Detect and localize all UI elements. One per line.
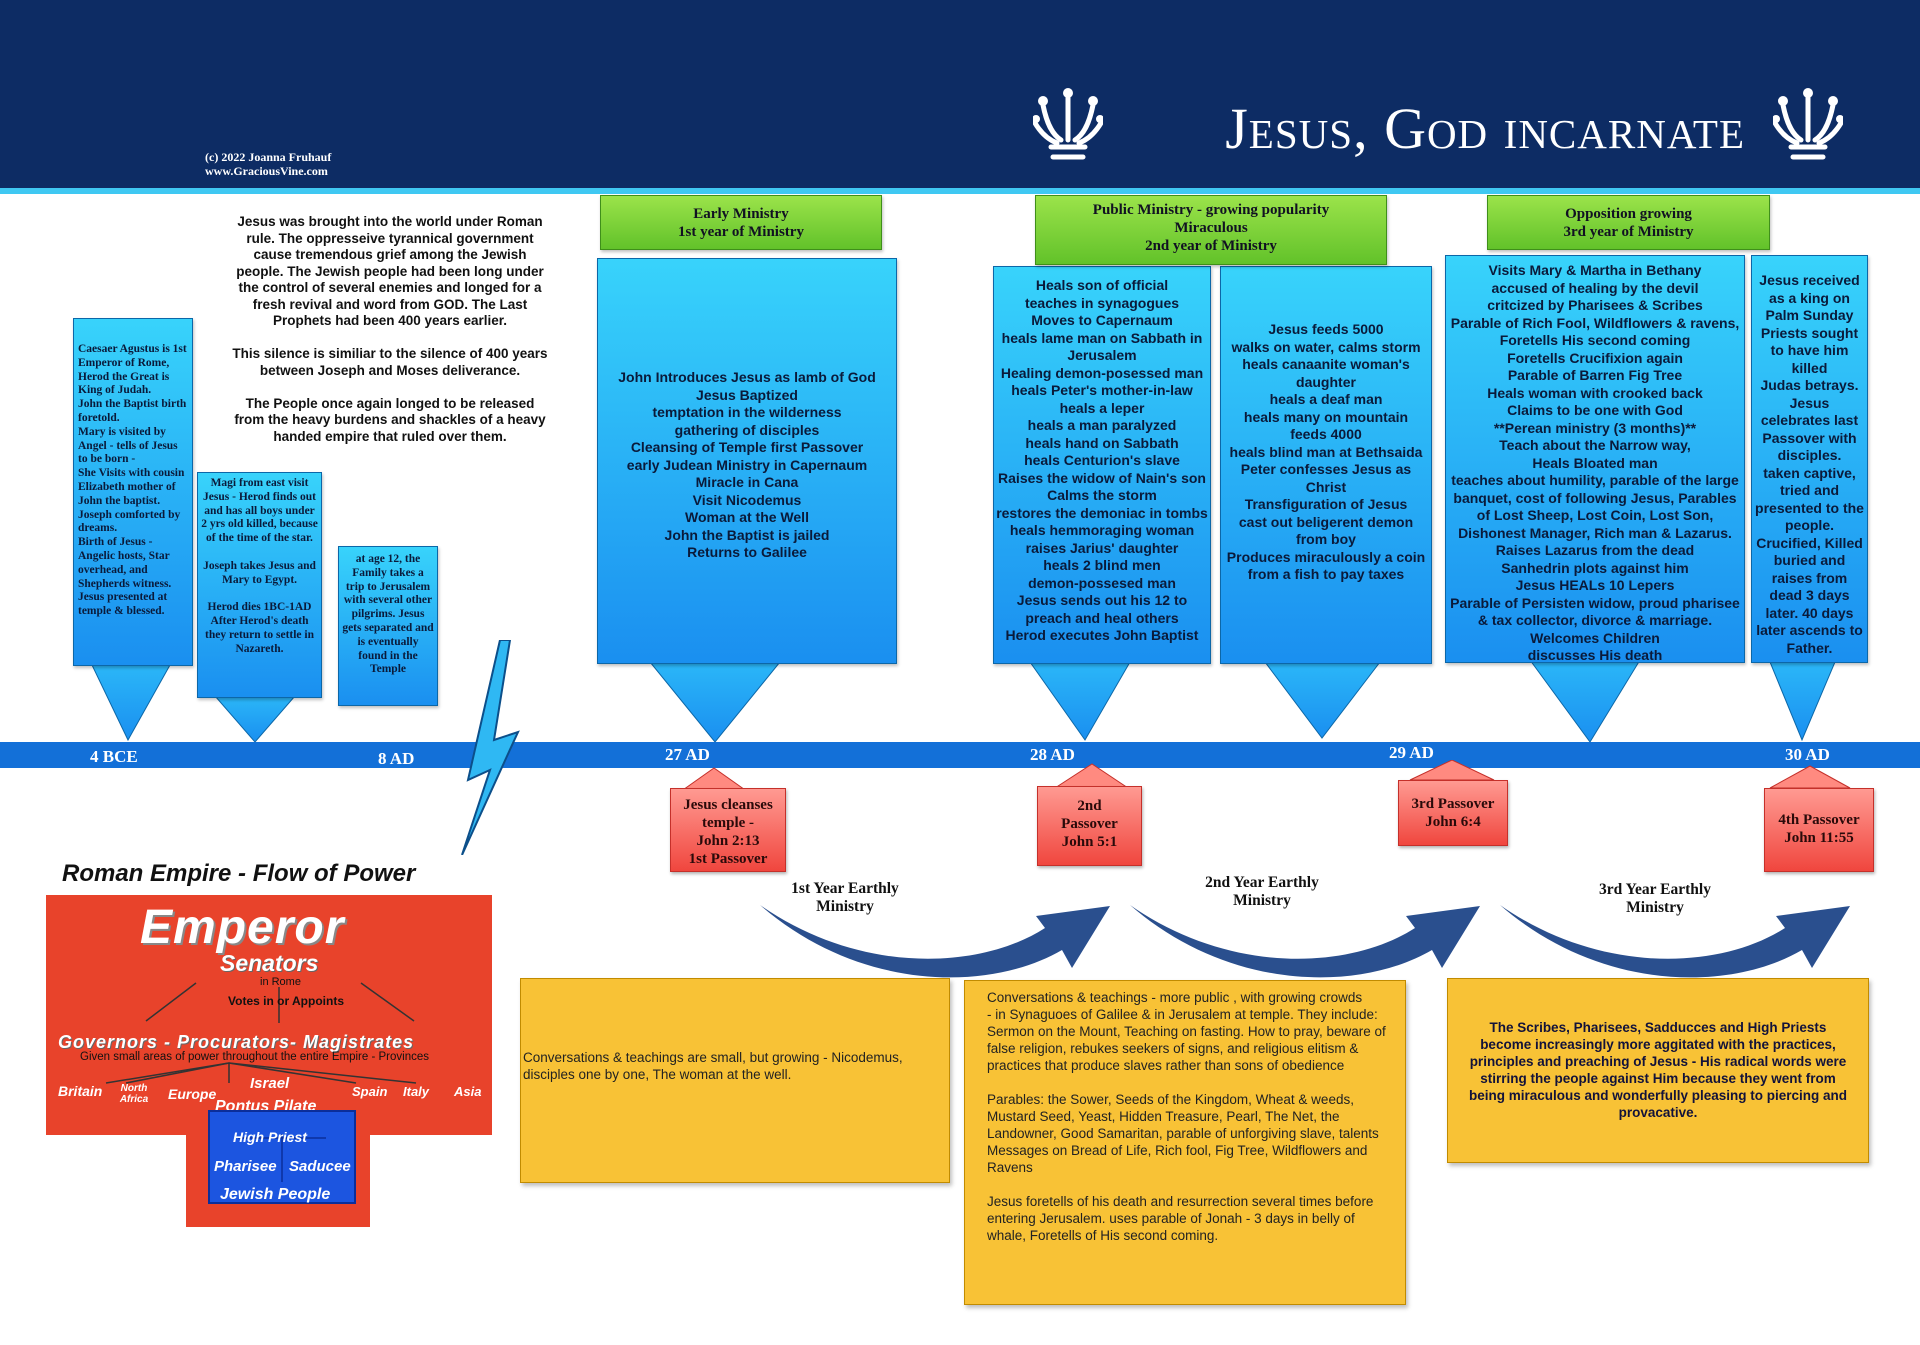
note-year-3: The Scribes, Pharisees, Sadducces and Hi…	[1447, 978, 1869, 1163]
page-title: Jesus, God incarnate	[1225, 96, 1745, 161]
pointer-c7	[1529, 659, 1641, 743]
given-power-label: Given small areas of power throughout th…	[80, 1051, 429, 1063]
arrow-year-2	[1130, 905, 1480, 978]
pointer-c2	[213, 695, 297, 743]
pointer-c1	[91, 664, 171, 742]
year-28ad: 28 AD	[1030, 745, 1075, 764]
high-priest-label: High Priest	[233, 1129, 307, 1145]
year-29ad: 29 AD	[1389, 743, 1434, 762]
arrow-year-1	[760, 905, 1110, 978]
pointer-c5	[1029, 661, 1131, 741]
year-30ad: 30 AD	[1785, 745, 1830, 764]
note-year-2: Conversations & teachings - more public …	[964, 980, 1406, 1305]
header-stripe	[0, 188, 1920, 194]
timeline-bar	[0, 742, 1920, 768]
passover-4: 4th Passover John 11:55	[1764, 788, 1874, 872]
phase-opposition: Opposition growing 3rd year of Ministry	[1487, 195, 1770, 250]
emperor-label: Emperor	[140, 901, 345, 954]
votes-label: Votes in or Appoints	[228, 994, 344, 1008]
province-israel: Israel	[250, 1075, 290, 1092]
passover-pointers	[678, 760, 1851, 793]
pointer-c8	[1769, 661, 1836, 742]
province-north-africa: North Africa	[119, 1083, 149, 1105]
jewish-connectors	[238, 1134, 326, 1182]
copyright-text: (c) 2022 Joanna Fruhauf	[205, 150, 332, 164]
copyright: (c) 2022 Joanna Fruhauf www.GraciousVine…	[205, 150, 331, 178]
empire-chart	[46, 895, 492, 1135]
province-britain: Britain	[58, 1083, 103, 1099]
phase-public-ministry: Public Ministry - growing popularity Mir…	[1035, 195, 1387, 265]
passover-1: Jesus cleanses temple - John 2:13 1st Pa…	[670, 788, 786, 872]
ministry-arrows	[760, 905, 1850, 978]
pharisee-label: Pharisee	[214, 1158, 277, 1175]
year-4bce: 4 BCE	[90, 747, 138, 766]
card-28ad-miracles-text: Heals son of official teaches in synagog…	[996, 277, 1208, 643]
crown-icon-right	[1773, 88, 1843, 160]
empire-title: Roman Empire - Flow of Power	[62, 860, 416, 887]
province-asia: Asia	[454, 1084, 482, 1099]
phase-early-ministry: Early Ministry 1st year of Ministry	[600, 195, 882, 250]
arrow-year-3	[1500, 905, 1850, 978]
header-bar	[0, 0, 1920, 188]
in-rome-label: in Rome	[260, 976, 301, 988]
province-italy: Italy	[403, 1084, 430, 1099]
card-29ad: Visits Mary & Martha in Bethany accused …	[1445, 255, 1745, 663]
lightning-icon	[461, 640, 520, 855]
card-29ad-text: Visits Mary & Martha in Bethany accused …	[1450, 262, 1740, 663]
card-30ad-text: Jesus received as a king on Palm Sunday …	[1755, 272, 1864, 656]
website-text: www.GraciousVine.com	[205, 164, 328, 178]
card-28ad-miracles: Heals son of official teaches in synagog…	[993, 266, 1211, 664]
pointer-c4	[648, 661, 782, 743]
pointer-c6	[1264, 661, 1382, 739]
governors-label: Governors - Procurators- Magistrates	[58, 1032, 415, 1052]
card-30ad: Jesus received as a king on Palm Sunday …	[1751, 255, 1868, 663]
card-27ad: John Introduces Jesus as lamb of God Jes…	[597, 258, 897, 664]
card-28ad-signs-text: Jesus feeds 5000 walks on water, calms s…	[1226, 321, 1426, 582]
year-8ad: 8 AD	[378, 749, 415, 768]
note-year-1: Conversations & teachings are small, but…	[520, 978, 950, 1183]
card-magi: Magi from east visit Jesus - Herod finds…	[197, 472, 322, 698]
card-pointers	[91, 659, 1836, 743]
year-27ad: 27 AD	[665, 745, 710, 764]
province-europe: Europe	[168, 1086, 217, 1102]
card-28ad-signs: Jesus feeds 5000 walks on water, calms s…	[1220, 266, 1432, 664]
empire-connectors	[105, 982, 417, 1084]
intro-text: Jesus was brought into the world under R…	[232, 214, 548, 444]
senators-label: Senators	[220, 950, 319, 976]
passover-2: 2nd Passover John 5:1	[1037, 786, 1142, 866]
earthly-ministry-3: 3rd Year Earthly Ministry	[1599, 881, 1711, 916]
earthly-ministry-1: 1st Year Earthly Ministry	[791, 880, 899, 915]
crown-icon-left	[1033, 88, 1103, 160]
card-4bce-text: Caesaer Agustus is 1st Emperor of Rome, …	[78, 343, 187, 618]
card-27ad-text: John Introduces Jesus as lamb of God Jes…	[618, 369, 876, 560]
province-spain: Spain	[352, 1084, 388, 1099]
card-magi-text: Magi from east visit Jesus - Herod finds…	[201, 477, 318, 655]
card-age12-text: at age 12, the Family takes a trip to Je…	[342, 553, 434, 676]
card-4bce: Caesaer Agustus is 1st Emperor of Rome, …	[73, 318, 193, 666]
saducee-label: Saducee	[289, 1158, 351, 1175]
jewish-people-label: Jewish People	[220, 1186, 331, 1203]
earthly-ministry-2: 2nd Year Earthly Ministry	[1205, 874, 1319, 909]
passover-3: 3rd Passover John 6:4	[1398, 780, 1508, 846]
card-age12: at age 12, the Family takes a trip to Je…	[338, 546, 438, 706]
